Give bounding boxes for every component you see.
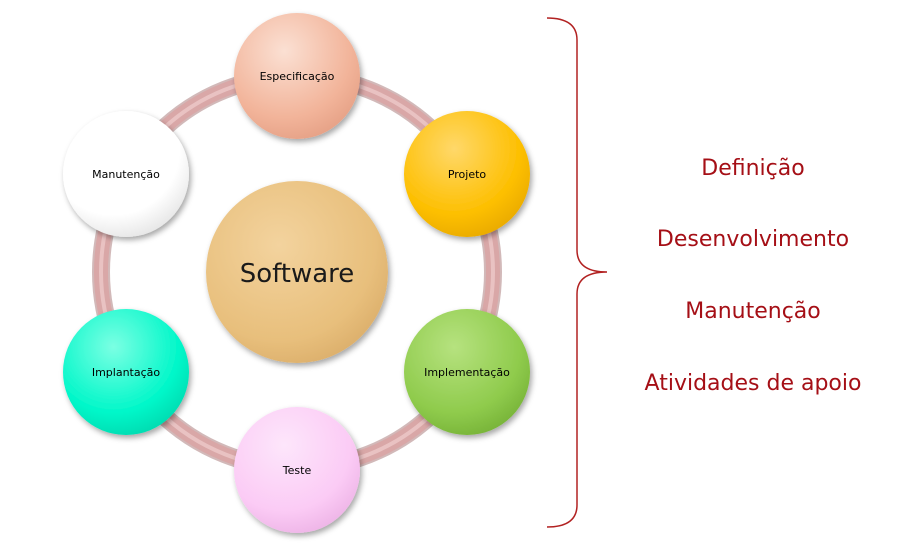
node-label: Implementação	[424, 366, 510, 379]
node-label: Especificação	[260, 70, 335, 83]
phase-definicao: Definição	[701, 156, 804, 181]
center-label: Software	[240, 259, 355, 289]
phase-list: Definição Desenvolvimento Manutenção Ati…	[645, 156, 862, 396]
cycle-node-especificacao: Especificação	[234, 13, 360, 139]
node-label: Teste	[282, 464, 312, 477]
phase-manutencao: Manutenção	[685, 299, 821, 324]
node-label: Manutenção	[92, 168, 160, 181]
node-label: Implantação	[92, 366, 161, 379]
cycle-node-manutencao: Manutenção	[63, 111, 189, 237]
cycle-node-implementacao: Implementação	[404, 309, 530, 435]
cycle-node-projeto: Projeto	[404, 111, 530, 237]
node-label: Projeto	[448, 168, 487, 181]
cycle-node-implantacao: Implantação	[63, 309, 189, 435]
phase-atividades-de-apoio: Atividades de apoio	[645, 371, 862, 396]
cycle-node-teste: Teste	[234, 407, 360, 533]
right-curly-brace	[546, 17, 608, 528]
phase-desenvolvimento: Desenvolvimento	[657, 227, 849, 252]
center-circle: Software	[206, 181, 388, 363]
